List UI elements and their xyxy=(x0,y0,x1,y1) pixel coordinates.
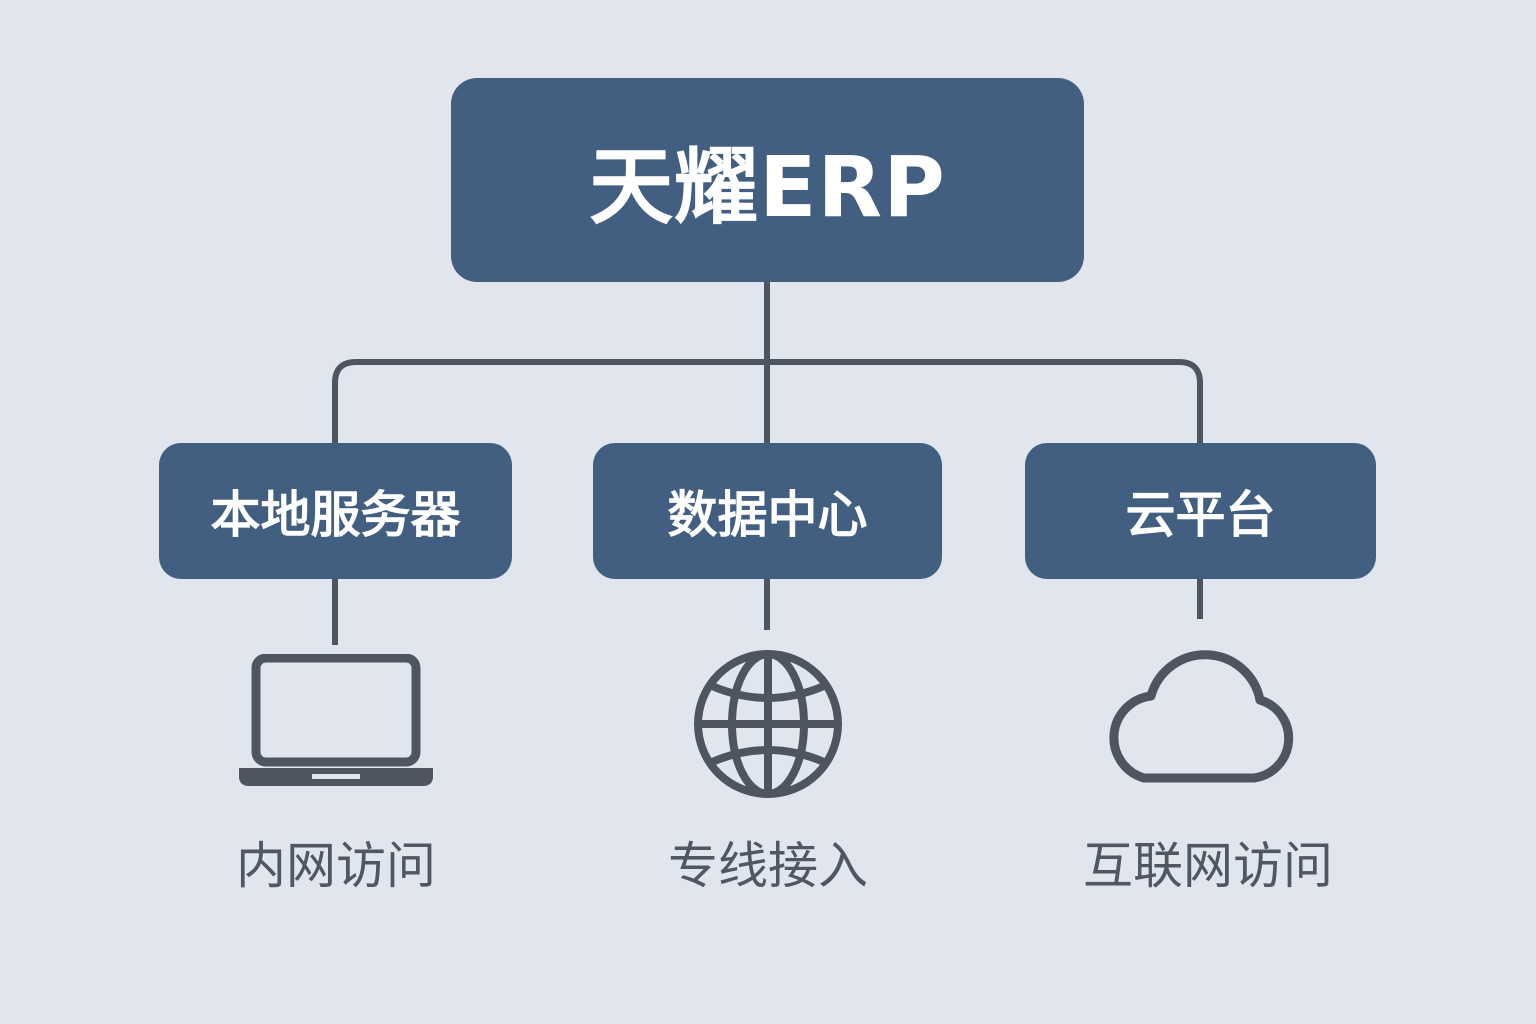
node-data-center: 数据中心 xyxy=(593,443,942,579)
branch-line-left xyxy=(332,359,767,443)
laptop-icon xyxy=(239,654,433,786)
node-local-server: 本地服务器 xyxy=(159,443,512,579)
globe-icon xyxy=(694,650,842,798)
branch-line-right xyxy=(767,359,1203,443)
node-local-server-label: 本地服务器 xyxy=(210,486,461,544)
node-data-center-label: 数据中心 xyxy=(667,486,868,544)
root-node-erp: 天耀ERP xyxy=(451,78,1084,282)
node-cloud-platform: 云平台 xyxy=(1025,443,1376,579)
access-caption-dedicated-line: 专线接入 xyxy=(668,837,868,895)
cloud-icon xyxy=(1109,650,1294,783)
root-node-label: 天耀ERP xyxy=(589,137,946,236)
access-caption-intranet: 内网访问 xyxy=(236,837,436,895)
node-cloud-platform-label: 云平台 xyxy=(1125,486,1276,544)
access-caption-internet: 互联网访问 xyxy=(1083,837,1333,895)
